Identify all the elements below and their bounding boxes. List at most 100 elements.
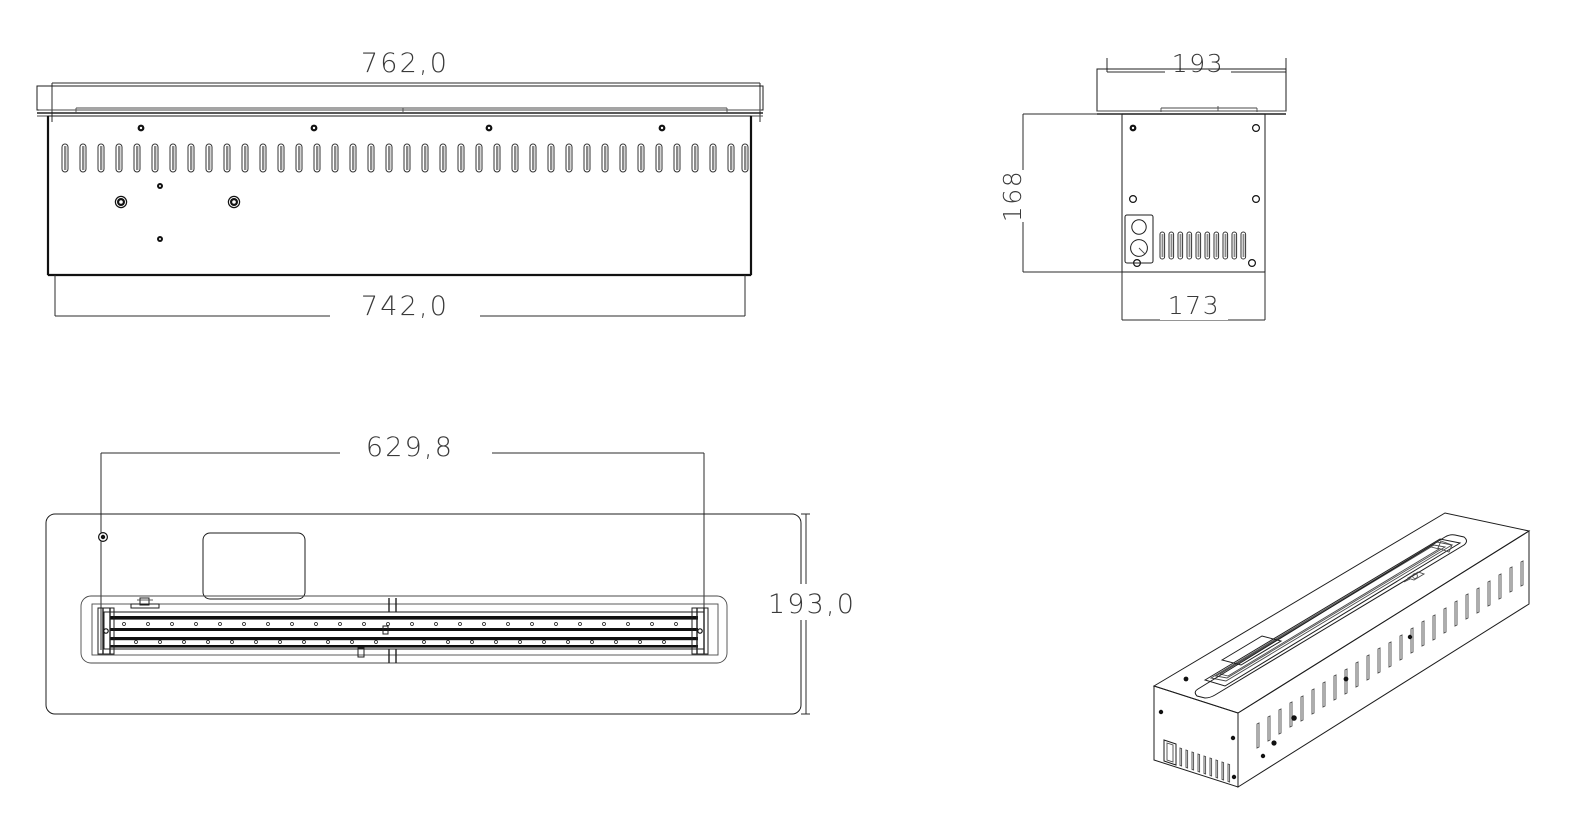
front-vent-slot-row	[61, 143, 749, 173]
vent-slot	[583, 143, 591, 173]
burner-center-mark	[357, 598, 397, 663]
plan-inner-recess	[80, 595, 728, 664]
vent-slot	[1159, 231, 1166, 260]
iso-burner-fitting	[1403, 571, 1426, 583]
vent-slot	[97, 143, 105, 173]
dimension-742: 742,0	[54, 275, 746, 322]
vent-slot	[601, 143, 609, 173]
vent-slot	[277, 143, 285, 173]
fastener-hole	[1251, 195, 1260, 204]
dimension-193-side: 193	[1106, 48, 1287, 78]
fastener-dot	[485, 124, 493, 132]
vent-slot	[741, 143, 749, 173]
dimension-762: 762,0	[51, 45, 761, 122]
vent-slot	[385, 143, 393, 173]
iso-end-connector	[1158, 709, 1237, 783]
vent-slot	[223, 143, 231, 173]
fastener-dot	[658, 124, 666, 132]
fastener-dot	[137, 124, 145, 132]
vent-slot	[61, 143, 69, 173]
vent-slot	[691, 143, 699, 173]
vent-slot	[133, 143, 141, 173]
dimension-label-193-side: 193	[1172, 49, 1225, 78]
vent-slot	[1186, 231, 1193, 260]
vent-slot	[1213, 231, 1220, 260]
vent-slot	[493, 143, 501, 173]
vent-slot	[241, 143, 249, 173]
fastener-small	[157, 183, 163, 189]
plan-mounting-hole	[97, 531, 108, 542]
burner-perforation-row	[122, 622, 678, 626]
vent-slot	[565, 143, 573, 173]
iso-access-panel	[1220, 635, 1283, 666]
vent-slot	[403, 143, 411, 173]
fastener-hole	[1247, 259, 1256, 268]
dimension-label-629-8: 629,8	[366, 432, 454, 463]
top-plan-view: 629,8	[45, 428, 860, 715]
vent-slot	[151, 143, 159, 173]
vent-slot	[331, 143, 339, 173]
vent-slot	[637, 143, 645, 173]
vent-slot	[475, 143, 483, 173]
fastener-dot	[310, 124, 318, 132]
vent-slot	[205, 143, 213, 173]
vent-slot	[1222, 231, 1229, 260]
vent-slot	[1177, 231, 1184, 260]
vent-slot	[1195, 231, 1202, 260]
vent-slot	[421, 143, 429, 173]
dimension-193-plan: 193,0	[762, 513, 860, 715]
front-upper-fasteners	[137, 124, 666, 132]
iso-end-vent-slots	[1179, 747, 1231, 783]
vent-slot	[349, 143, 357, 173]
dimension-label-168: 168	[998, 170, 1027, 223]
connector-panel	[1124, 214, 1154, 264]
knockout-upper	[1131, 219, 1147, 235]
iso-burner-channel	[1194, 534, 1467, 699]
vent-slot	[1231, 231, 1238, 260]
knockout-lower	[1130, 239, 1148, 257]
vent-slot	[259, 143, 267, 173]
vent-slot	[115, 143, 123, 173]
vent-slot	[295, 143, 303, 173]
fastener-screw	[227, 195, 241, 209]
vent-slot	[1240, 231, 1247, 260]
vent-slot	[727, 143, 735, 173]
dimension-label-742: 742,0	[361, 291, 449, 322]
vent-slot	[655, 143, 663, 173]
vent-slot	[673, 143, 681, 173]
vent-slot	[709, 143, 717, 173]
burner-fitting-left	[130, 597, 160, 609]
side-elevation-view: 193	[998, 48, 1287, 321]
vent-slot	[1204, 231, 1211, 260]
vent-slot	[169, 143, 177, 173]
vent-slot	[457, 143, 465, 173]
dimension-label-762: 762,0	[361, 48, 449, 79]
vent-slot	[313, 143, 321, 173]
vent-slot	[79, 143, 87, 173]
iso-side-vent-slots	[1256, 560, 1524, 749]
vent-slot	[547, 143, 555, 173]
fastener-hole	[1128, 195, 1137, 204]
dimension-label-193-plan: 193,0	[768, 589, 856, 620]
vent-slot	[439, 143, 447, 173]
fastener-hole	[1251, 123, 1260, 132]
isometric-view	[1152, 512, 1531, 788]
iso-end-face	[1153, 685, 1239, 788]
side-body-outline	[1121, 113, 1266, 273]
fastener-dot	[1129, 124, 1137, 132]
burner-trough	[97, 597, 709, 663]
front-elevation-view: 762,0	[36, 45, 764, 322]
dimension-168: 168	[998, 113, 1122, 273]
access-panel	[202, 532, 306, 600]
vent-slot	[511, 143, 519, 173]
fastener-screw	[114, 195, 128, 209]
iso-side-fasteners	[1260, 634, 1413, 759]
vent-slot	[1168, 231, 1175, 260]
fastener-small	[157, 236, 163, 242]
dimension-173: 173	[1121, 272, 1266, 321]
dimension-label-173: 173	[1168, 291, 1221, 320]
side-vent-slot-row	[1159, 231, 1247, 260]
